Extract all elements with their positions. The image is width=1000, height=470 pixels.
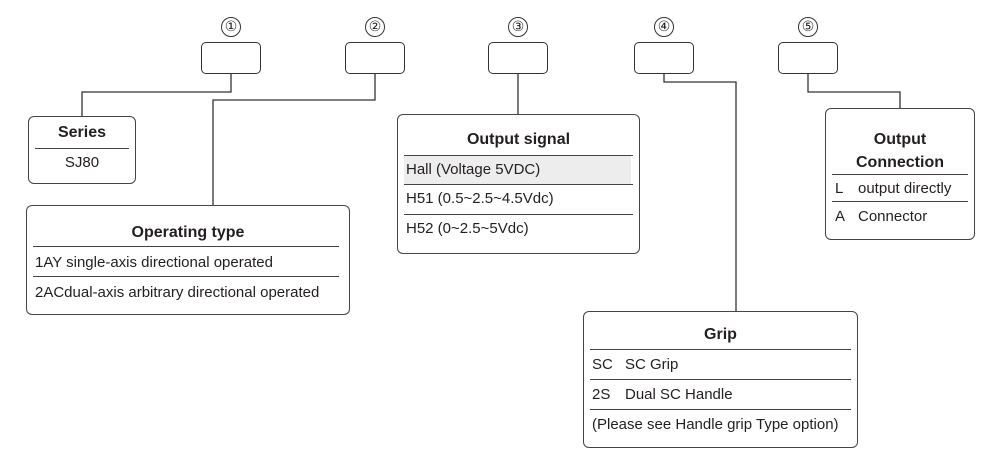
series-value: SJ80	[64, 154, 100, 171]
operating-type-divider-2	[33, 276, 339, 277]
code-slot-4	[634, 42, 694, 74]
output-connection-row-1-code: L	[835, 180, 844, 197]
series-card: Series SJ80	[28, 116, 136, 184]
marker-1: ①	[221, 17, 241, 37]
grip-card: Grip SC SC Grip 2S Dual SC Handle (Pleas…	[583, 311, 858, 448]
operating-type-row-1: 1AY single-axis directional operated	[35, 254, 273, 271]
series-title: Series	[57, 124, 107, 141]
grip-divider-1	[590, 349, 851, 350]
output-connection-row-1-label: output directly	[858, 180, 952, 197]
output-signal-card: Output signal Hall (Voltage 5VDC) H51 (0…	[397, 114, 640, 254]
output-connection-row-2-label: Connector	[858, 208, 928, 225]
output-connection-divider-2	[832, 201, 968, 202]
output-signal-divider-2	[404, 184, 633, 185]
operating-type-row-2: 2ACdual-axis arbitrary directional opera…	[35, 284, 320, 301]
marker-2: ②	[365, 17, 385, 37]
output-connection-title-line2: Connection	[856, 154, 944, 171]
output-connection-divider-1	[832, 174, 968, 175]
grip-title: Grip	[704, 326, 737, 343]
connector-1	[81, 73, 232, 116]
code-slot-1	[201, 42, 261, 74]
output-connection-card: Output Connection L output directly A Co…	[825, 108, 975, 240]
connector-4	[663, 73, 737, 311]
code-slot-5	[778, 42, 838, 74]
grip-row-1-label: SC Grip	[625, 356, 679, 373]
code-slot-2	[345, 42, 405, 74]
operating-type-title: Operating type	[131, 224, 245, 241]
connector-5	[807, 73, 901, 108]
grip-row-2-code: 2S	[592, 386, 611, 403]
output-signal-row-3: H52 (0~2.5~5Vdc)	[406, 220, 529, 237]
output-signal-row-1: Hall (Voltage 5VDC)	[406, 161, 541, 178]
output-signal-divider-1	[404, 155, 633, 156]
output-signal-title: Output signal	[466, 131, 571, 148]
connector-2	[212, 73, 376, 205]
grip-row-2-label: Dual SC Handle	[625, 386, 733, 403]
grip-divider-3	[590, 409, 851, 410]
operating-type-divider-1	[33, 246, 339, 247]
grip-row-1-code: SC	[592, 356, 613, 373]
output-connection-row-2-code: A	[835, 208, 846, 225]
output-connection-title-line1: Output	[873, 131, 927, 148]
output-signal-divider-3	[404, 214, 633, 215]
operating-type-card: Operating type 1AY single-axis direction…	[26, 205, 350, 315]
marker-3: ③	[508, 17, 528, 37]
marker-4: ④	[654, 17, 674, 37]
marker-5: ⑤	[798, 17, 818, 37]
series-divider	[35, 148, 129, 149]
code-slot-3	[488, 42, 548, 74]
grip-divider-2	[590, 379, 851, 380]
output-signal-row-2: H51 (0.5~2.5~4.5Vdc)	[406, 190, 554, 207]
grip-note: (Please see Handle grip Type option)	[592, 416, 839, 433]
output-signal-highlight	[404, 156, 631, 184]
